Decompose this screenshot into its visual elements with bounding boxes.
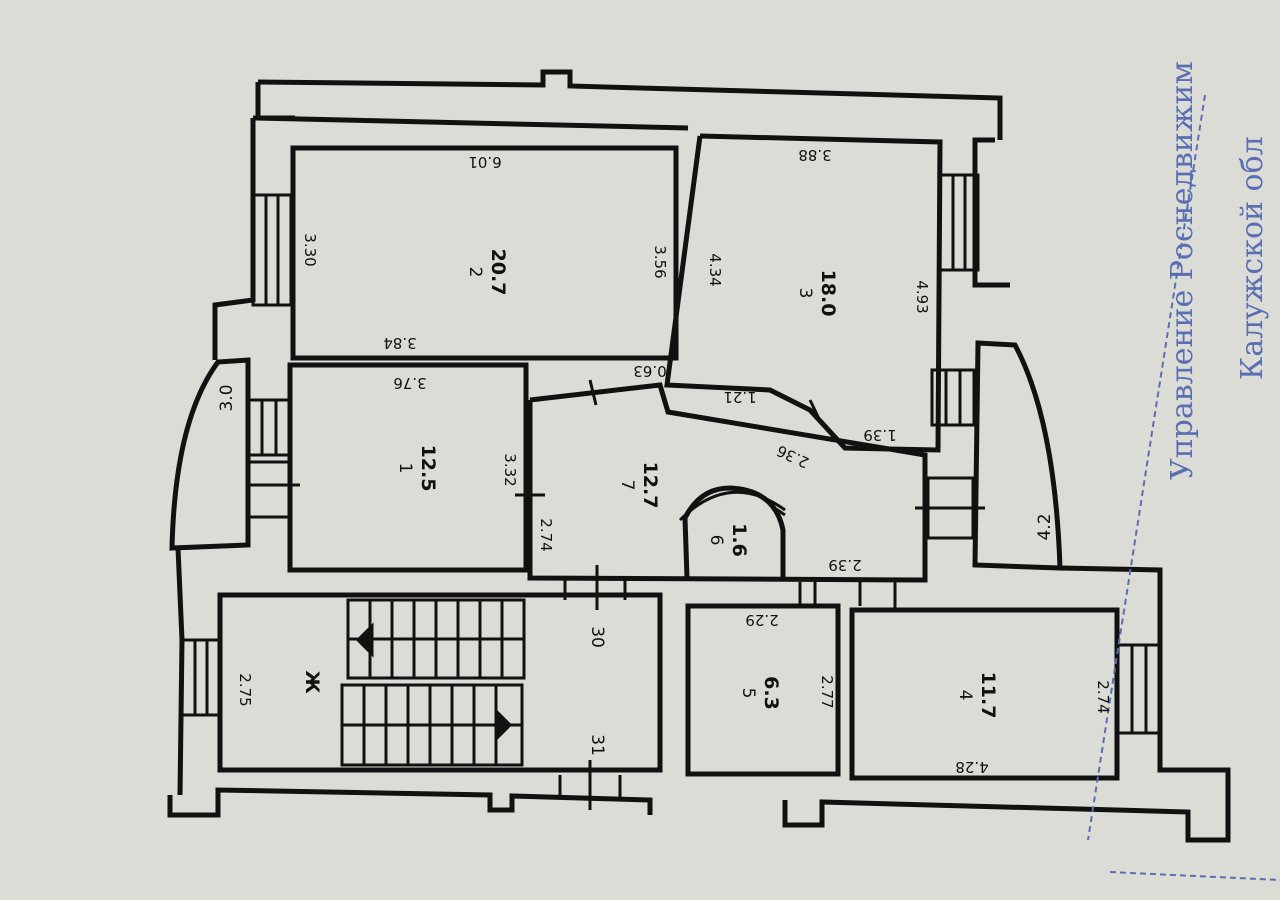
room-4-area: 11.7: [977, 672, 999, 719]
dim-r1-top: 3.76: [393, 374, 426, 392]
room-2-area: 20.7: [487, 249, 509, 296]
dim-stair-left: 2.75: [236, 673, 254, 706]
room-3-area: 18.0: [817, 270, 839, 317]
dim-balcony-left: 3.0: [217, 384, 237, 411]
dim-r3-top: 3.88: [798, 146, 831, 164]
room-5-area: 6.3: [760, 676, 782, 710]
dim-hall-063: 0.63: [633, 362, 666, 380]
left-balcony-wall: [169, 357, 251, 551]
dim-hall-239: 2.39: [828, 556, 861, 574]
window-marks: [180, 173, 1162, 735]
dim-r2-left: 3.30: [301, 233, 319, 266]
stair-label: Ж: [301, 670, 323, 693]
room-7-number: 7: [617, 480, 637, 491]
dim-r5-top: 2.29: [745, 611, 778, 629]
dim-hall-139: 1.39: [863, 426, 896, 444]
stamp-line-2: Калужской обл: [1235, 136, 1270, 380]
room-3-number: 3: [795, 288, 815, 299]
room-7-area: 12.7: [639, 462, 661, 509]
dim-r4-left: 2.74: [1094, 680, 1112, 713]
room-5-number: 5: [738, 688, 758, 699]
stamp-line-1: Управление Роснедвижим: [1165, 61, 1200, 480]
dim-r1-right: 3.32: [501, 453, 519, 486]
stamp-border-bottom: [1109, 871, 1280, 881]
dim-r3-right: 4.93: [913, 280, 931, 313]
room-4-number: 4: [955, 690, 975, 701]
room-6-number: 6: [706, 535, 726, 546]
room-6-area: 1.6: [728, 523, 750, 557]
right-balcony-wall: [972, 340, 1063, 571]
staircase: [340, 598, 526, 767]
door-marks: [515, 379, 897, 810]
room-2-number: 2: [465, 267, 485, 278]
stamp-border: [1087, 94, 1206, 841]
room-1-area: 12.5: [417, 445, 439, 492]
dim-balcony-right: 4.2: [1035, 513, 1055, 540]
room-labels: 1 12.5 2 20.7 3 18.0 4 11.7 5 6.3 6 1.6 …: [301, 249, 999, 719]
dim-hall-274: 2.74: [537, 518, 555, 551]
dim-r4-bottom: 4.28: [955, 758, 988, 776]
stamp-text: Управление Роснедвижим Калужской обл: [1165, 61, 1270, 480]
dim-r2-right: 3.56: [651, 245, 669, 278]
dim-r2-top: 6.01: [468, 153, 501, 171]
room-1-number: 1: [395, 463, 415, 474]
dim-r5-right: 2.77: [818, 675, 836, 708]
dim-hall-121: 1.21: [723, 388, 756, 406]
dim-r2-bottom: 3.84: [383, 334, 416, 352]
dim-stair-31: 31: [587, 734, 607, 756]
dim-r3-left: 4.34: [706, 253, 724, 286]
room-2-outline: [290, 145, 679, 361]
room-5-outline: [685, 603, 841, 777]
dim-stair-30: 30: [587, 626, 607, 648]
room-6-outline: [682, 485, 786, 579]
